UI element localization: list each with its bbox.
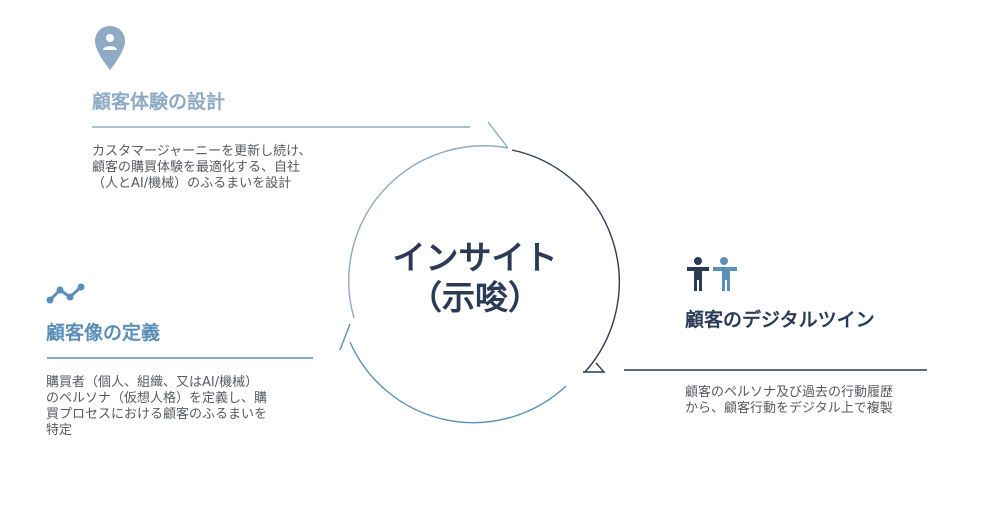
definition-connector-arrow [47, 323, 351, 359]
location-pin-person-icon [95, 26, 125, 70]
desc-line: （人とAI/機械）のふるまいを設計 [92, 176, 292, 191]
desc-line: 購買者（個人、組織、又はAI/機械） [46, 375, 259, 390]
desc-line: 顧客のペルソナ及び過去の行動履歴 [685, 385, 894, 400]
design-connector-arrow [92, 121, 509, 149]
desc-line: から、顧客行動をデジタル上で複製 [685, 401, 893, 416]
line-chart-icon [46, 283, 85, 304]
center-label-line1: インサイト [392, 238, 558, 277]
section-design-title: 顧客体験の設計 [92, 91, 226, 113]
desc-line: カスタマージャーニーを更新し続け、 [92, 144, 312, 159]
desc-line: 特定 [46, 423, 73, 438]
desc-line: 顧客の購買体験を最適化する、自社 [92, 160, 301, 175]
cycle-arc-top [348, 145, 509, 319]
desc-line: のペルソナ（仮想人格）を定義し、購 [46, 391, 268, 406]
section-design-desc: カスタマージャーニーを更新し続け、 顧客の購買体験を最適化する、自社 （人とAI… [92, 144, 452, 192]
twin-connector-arrow [583, 362, 927, 373]
cycle-arc-right [511, 149, 620, 373]
section-twin-title: 顧客のデジタルツイン [685, 309, 875, 331]
section-definition-title: 顧客像の定義 [46, 322, 161, 344]
center-label-line2: （示唆） [409, 278, 541, 317]
section-twin-desc: 顧客のペルソナ及び過去の行動履歴 から、顧客行動をデジタル上で複製 [685, 385, 965, 417]
center-label: インサイト （示唆） [380, 238, 570, 318]
desc-line: 買プロセスにおける顧客のふるまいを [46, 407, 268, 422]
two-people-icon [687, 257, 737, 291]
section-definition-desc: 購買者（個人、組織、又はAI/機械） のペルソナ（仮想人格）を定義し、購 買プロ… [46, 375, 316, 439]
cycle-arc-bottom [349, 341, 567, 424]
